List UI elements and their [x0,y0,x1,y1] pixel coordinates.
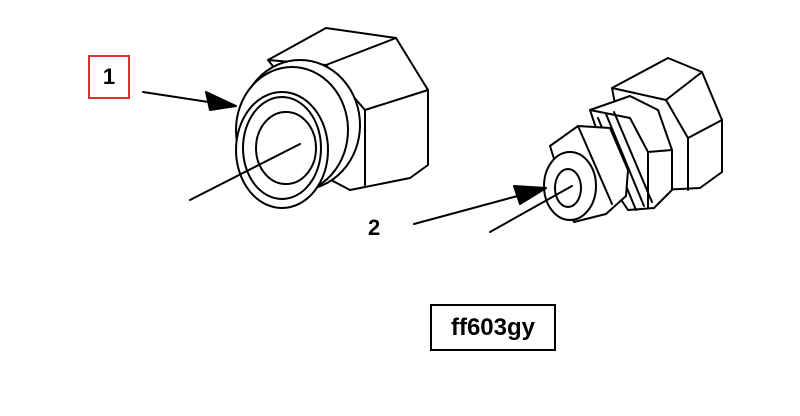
callout-1-label: 1 [102,64,116,89]
figure-code-text: ff603gy [450,313,536,341]
part-2-shank-edge [577,125,613,205]
callout-2-label: 2 [368,215,381,240]
part-1-front-face [235,91,329,209]
part-2-bore [554,168,582,208]
part-1-axis-line [189,143,301,201]
part-1-face-ring [242,96,322,200]
part-1-plug [189,27,429,209]
part-2-hex-edge [665,71,703,101]
part-2-adapter [489,57,723,233]
part-2-thread-line [605,113,645,207]
callout-2-arrow [413,185,547,225]
part-2-thread-line [613,111,653,203]
part-2-hex-edge [589,109,673,153]
figure-code-box: ff603gy [430,304,556,351]
part-1-bore [255,111,317,185]
callout-1-highlight-box: 1 [88,55,130,99]
part-2-hex-edge [611,87,723,139]
part-2-axis-line [489,185,573,233]
callout-1-arrow [142,91,237,111]
part-1-hex-edge [325,37,397,66]
